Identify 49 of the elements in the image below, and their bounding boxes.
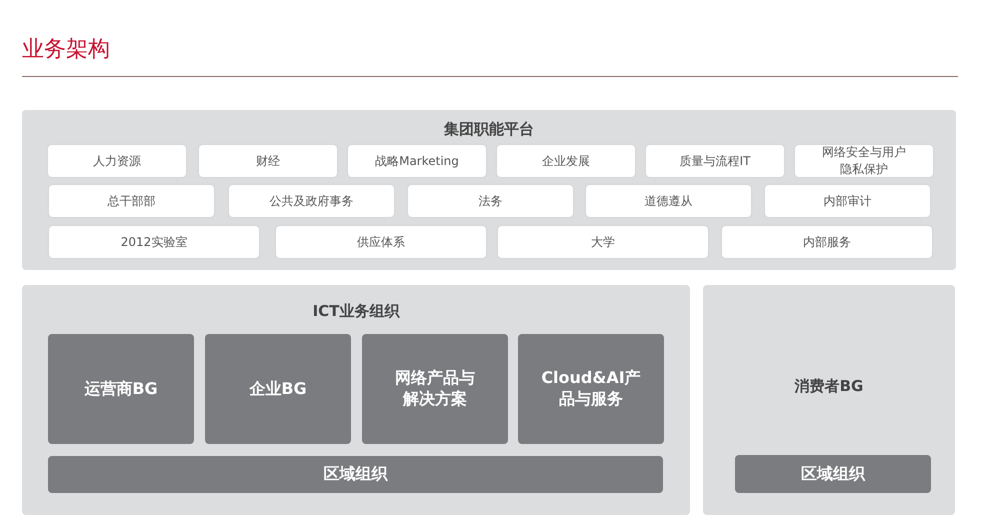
- box-label: 法务: [478, 192, 502, 210]
- group-panel: [22, 285, 690, 515]
- box-label: 运营商BG: [84, 378, 158, 400]
- box-label: 总干部部: [108, 192, 156, 210]
- box-label: Cloud&AI产品与服务: [540, 368, 642, 410]
- function-box: [408, 185, 573, 217]
- panel-title: 消费者BG: [794, 377, 864, 396]
- function-box: [49, 185, 214, 217]
- unit-box: [48, 456, 663, 493]
- box-label: 内部审计: [824, 192, 872, 210]
- box-label: 区域组织: [801, 464, 865, 484]
- function-box: [586, 185, 751, 217]
- unit-box: [518, 334, 664, 444]
- box-label: 公共及政府事务: [270, 192, 354, 210]
- box-label: 区域组织: [324, 464, 388, 485]
- box-label: 人力资源: [93, 152, 141, 170]
- box-label: 战略Marketing: [375, 152, 459, 170]
- function-box: [498, 226, 708, 258]
- group-panel: [703, 285, 955, 515]
- panel-title: ICT业务组织: [312, 302, 401, 321]
- function-box: [348, 145, 486, 177]
- function-box: [276, 226, 486, 258]
- box-label: 大学: [591, 234, 615, 250]
- function-box: [646, 145, 784, 177]
- box-label: 网络安全与用户隐私保护: [821, 144, 907, 178]
- function-box: [497, 145, 635, 177]
- box-label: 道德遵从: [644, 192, 692, 210]
- box-label: 2012实验室: [120, 234, 188, 250]
- page-title: 业务架构: [22, 36, 110, 64]
- function-box: [229, 185, 394, 217]
- function-box: [48, 145, 186, 177]
- box-label: 质量与流程IT: [680, 152, 750, 170]
- unit-box: [362, 334, 508, 444]
- function-box: [49, 226, 259, 258]
- function-box: [722, 226, 932, 258]
- function-box: [199, 145, 337, 177]
- function-box: [795, 145, 933, 177]
- group-panel: [22, 110, 956, 270]
- unit-box: [205, 334, 351, 444]
- panel-title: 集团职能平台: [443, 120, 535, 139]
- box-label: 企业BG: [249, 378, 307, 400]
- box-label: 内部服务: [803, 234, 851, 250]
- unit-box: [48, 334, 194, 444]
- function-box: [765, 185, 930, 217]
- unit-box: [735, 455, 931, 493]
- box-label: 网络产品与解决方案: [394, 368, 476, 410]
- box-label: 企业发展: [542, 152, 590, 170]
- box-label: 财经: [256, 152, 280, 170]
- box-label: 供应体系: [357, 234, 405, 250]
